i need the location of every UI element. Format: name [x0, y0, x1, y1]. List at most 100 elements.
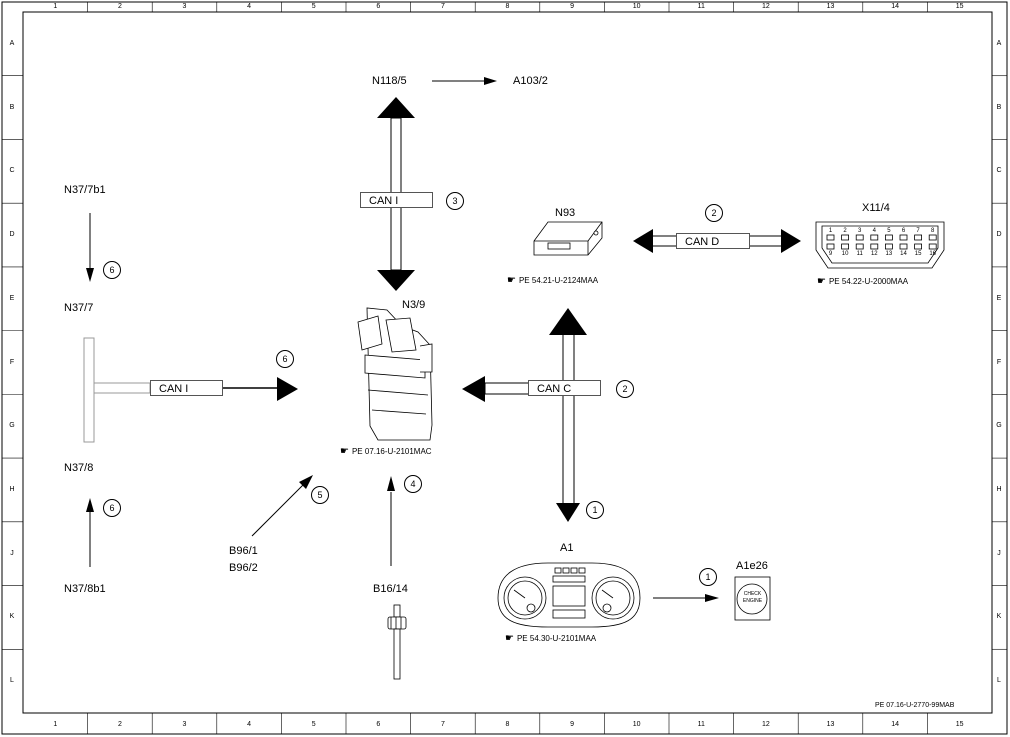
n118-a103-arrow: [432, 77, 497, 85]
grid-column-number: 7: [440, 3, 445, 10]
grid-column-number: 12: [761, 721, 770, 728]
x11-4-reference-text: PE 54.22-U-2000MAA: [828, 277, 909, 286]
grid-column-number: 2: [117, 721, 122, 728]
a1-instrument-cluster-drawing: [497, 562, 641, 628]
a1e26-lamp-drawing: [734, 576, 771, 621]
x11-4-pin: [841, 234, 849, 241]
a103-2-label: A103/2: [513, 75, 548, 87]
grid-row-letter: G: [996, 422, 1002, 430]
document-id: PE 07.16-U-2770-99MAB: [875, 702, 955, 709]
grid-row-letter: L: [997, 677, 1001, 685]
n3-9-reference-text: PE 07.16-U-2101MAC: [351, 447, 432, 456]
grid-column-number: 9: [570, 3, 575, 10]
b16-14-arrow: [387, 476, 395, 566]
x11-4-pin: [826, 243, 835, 250]
x11-4-pin-number: 8: [931, 228, 935, 234]
grid-column-number: 3: [182, 3, 187, 10]
n37-7b1-label: N37/7b1: [64, 184, 106, 196]
pointing-hand-icon: ☛: [507, 275, 516, 286]
x11-4-pin-number: 13: [885, 251, 893, 257]
step-marker-3: 3: [446, 192, 464, 210]
n93-reference-link[interactable]: ☛PE 54.21-U-2124MAA: [507, 276, 598, 286]
step-marker-6-top: 6: [103, 261, 121, 279]
grid-column-number: 15: [955, 3, 964, 10]
grid-column-number: 2: [117, 3, 122, 10]
grid-column-number: 15: [955, 721, 964, 728]
grid-column-number: 4: [247, 721, 252, 728]
x11-4-pin: [841, 243, 849, 250]
x11-4-pin: [826, 234, 835, 241]
x11-4-label: X11/4: [862, 202, 890, 214]
x11-4-pin: [928, 234, 937, 241]
x11-4-pin: [899, 243, 908, 250]
n37-7b1-arrow: [86, 213, 94, 282]
a1-reference-link[interactable]: ☛PE 54.30-U-2101MAA: [505, 634, 596, 644]
n3-9-reference-link[interactable]: ☛PE 07.16-U-2101MAC: [340, 447, 432, 457]
can-i-horizontal-link: [223, 377, 298, 401]
check-engine-line2: ENGINE: [742, 598, 763, 604]
grid-row-letter: B: [9, 103, 15, 111]
x11-4-pin-number: 9: [828, 251, 833, 257]
n93-reference-text: PE 54.21-U-2124MAA: [518, 276, 599, 285]
n93-module-drawing: [533, 221, 603, 256]
grid-column-number: 8: [505, 721, 510, 728]
a1-label: A1: [560, 542, 574, 554]
x11-4-pin-number: 16: [929, 251, 937, 257]
grid-row-letter: A: [996, 39, 1002, 47]
step-marker-1-a1: 1: [586, 501, 604, 519]
x11-4-connector-drawing: [815, 221, 945, 269]
step-marker-1-a1e26: 1: [699, 568, 717, 586]
n3-9-label: N3/9: [402, 299, 426, 311]
grid-row-letter: D: [996, 231, 1002, 239]
grid-row-letter: B: [996, 103, 1002, 111]
x11-4-pin-number: 12: [870, 251, 878, 257]
check-engine-line1: CHECK: [743, 591, 762, 597]
x11-4-pin-number: 2: [843, 228, 847, 234]
grid-row-letter: E: [996, 294, 1002, 302]
x11-4-pin: [899, 234, 908, 241]
grid-column-number: 14: [891, 721, 899, 728]
grid-column-number: 4: [247, 3, 252, 10]
n37-7-sensor-shape: [83, 337, 151, 443]
pointing-hand-icon: ☛: [340, 446, 349, 457]
grid-row-letter: D: [9, 231, 15, 239]
grid-row-letter: K: [996, 613, 1002, 621]
grid-row-letter: K: [9, 613, 15, 621]
x11-4-pin-number: 5: [887, 228, 891, 234]
b96-arrow: [251, 475, 313, 537]
x11-4-pin: [870, 243, 879, 250]
grid-row-letter: H: [9, 485, 15, 493]
x11-4-reference-link[interactable]: ☛PE 54.22-U-2000MAA: [817, 277, 908, 287]
a1-a1e26-arrow: [653, 594, 719, 602]
x11-4-pin-number: 6: [901, 228, 906, 234]
can-i-top-box: CAN I: [360, 192, 433, 208]
step-marker-6-mid: 6: [276, 350, 294, 368]
grid-column-number: 10: [632, 3, 641, 10]
grid-column-number: 6: [376, 721, 381, 728]
x11-4-pin: [885, 243, 893, 250]
grid-row-letter: J: [10, 549, 14, 557]
b96-1-label: B96/1: [229, 545, 258, 557]
x11-4-pin: [928, 243, 937, 250]
grid-row-letter: C: [9, 167, 15, 175]
x11-4-pin: [870, 234, 879, 241]
step-marker-2-can-d: 2: [705, 204, 723, 222]
b96-2-label: B96/2: [229, 562, 258, 574]
x11-4-pin-number: 7: [916, 228, 920, 234]
b16-14-label: B16/14: [373, 583, 408, 595]
grid-column-number: 9: [570, 721, 575, 728]
grid-column-number: 13: [826, 3, 835, 10]
n37-8b1-label: N37/8b1: [64, 583, 106, 595]
grid-row-letter: C: [996, 167, 1002, 175]
n93-label: N93: [555, 207, 576, 219]
n37-7-label: N37/7: [64, 302, 94, 314]
x11-4-pin-number: 3: [858, 228, 862, 234]
step-marker-4: 4: [404, 475, 422, 493]
grid-column-number: 8: [505, 3, 510, 10]
grid-column-number: 10: [632, 721, 641, 728]
x11-4-pin: [855, 243, 864, 250]
can-c-link: [462, 308, 587, 522]
n3-9-ecu-drawing: [357, 307, 433, 441]
grid-row-letter: L: [10, 677, 14, 685]
